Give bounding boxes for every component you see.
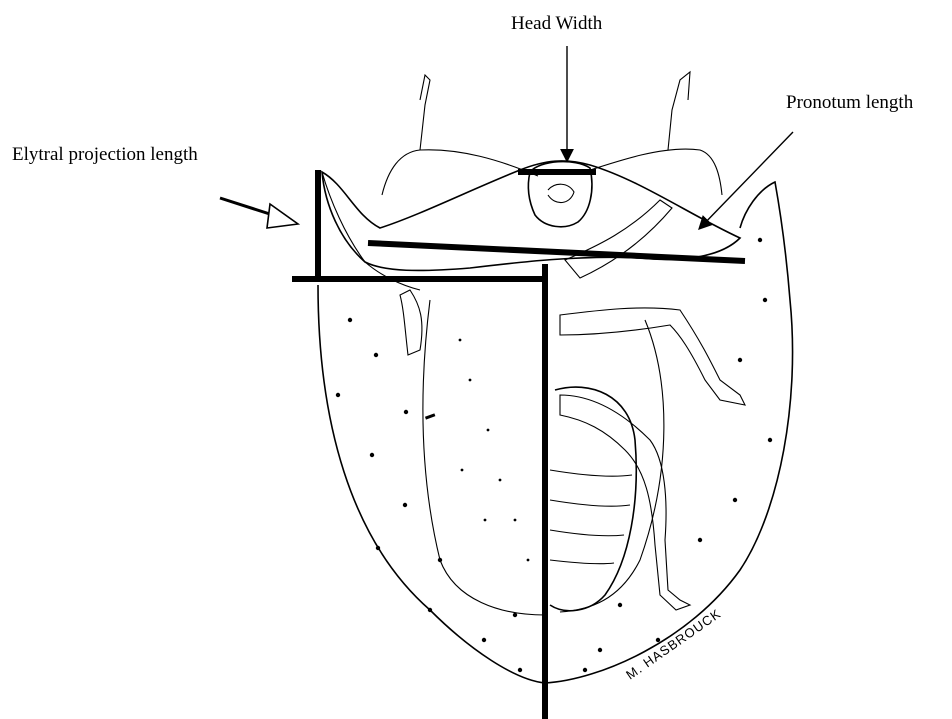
leg-middle xyxy=(560,308,745,405)
artist-signature: M. HASBROUCK xyxy=(623,606,724,683)
elytral-projection-length-label: Elytral projection length xyxy=(12,144,198,165)
abdomen-segment-3 xyxy=(550,530,624,536)
abdomen-segment-4 xyxy=(550,560,614,564)
left-projection xyxy=(322,172,420,290)
pronotum-outline xyxy=(322,161,740,271)
leg-hind xyxy=(560,395,690,610)
elytral-projection-arrow xyxy=(220,198,298,228)
arrows xyxy=(220,46,793,228)
mouthparts xyxy=(548,184,574,202)
elytra-inner-line-right xyxy=(560,320,664,612)
beetle-illustration xyxy=(318,72,793,683)
antenna-left-segments xyxy=(420,75,430,150)
pronotum-length-bar xyxy=(368,243,745,261)
abdomen-segment-2 xyxy=(550,500,630,506)
pronotum-length-label: Pronotum length xyxy=(786,92,914,113)
abdomen-outline xyxy=(550,387,636,611)
head-width-label: Head Width xyxy=(511,13,603,34)
leg-front xyxy=(565,200,672,278)
antenna-right-segments xyxy=(668,72,690,150)
antenna-right xyxy=(578,149,722,195)
leg-left-fragment xyxy=(400,290,422,355)
pronotum-length-arrow xyxy=(700,132,793,228)
elytra-inner-line xyxy=(423,300,545,615)
abdomen-segment-1 xyxy=(550,470,632,476)
